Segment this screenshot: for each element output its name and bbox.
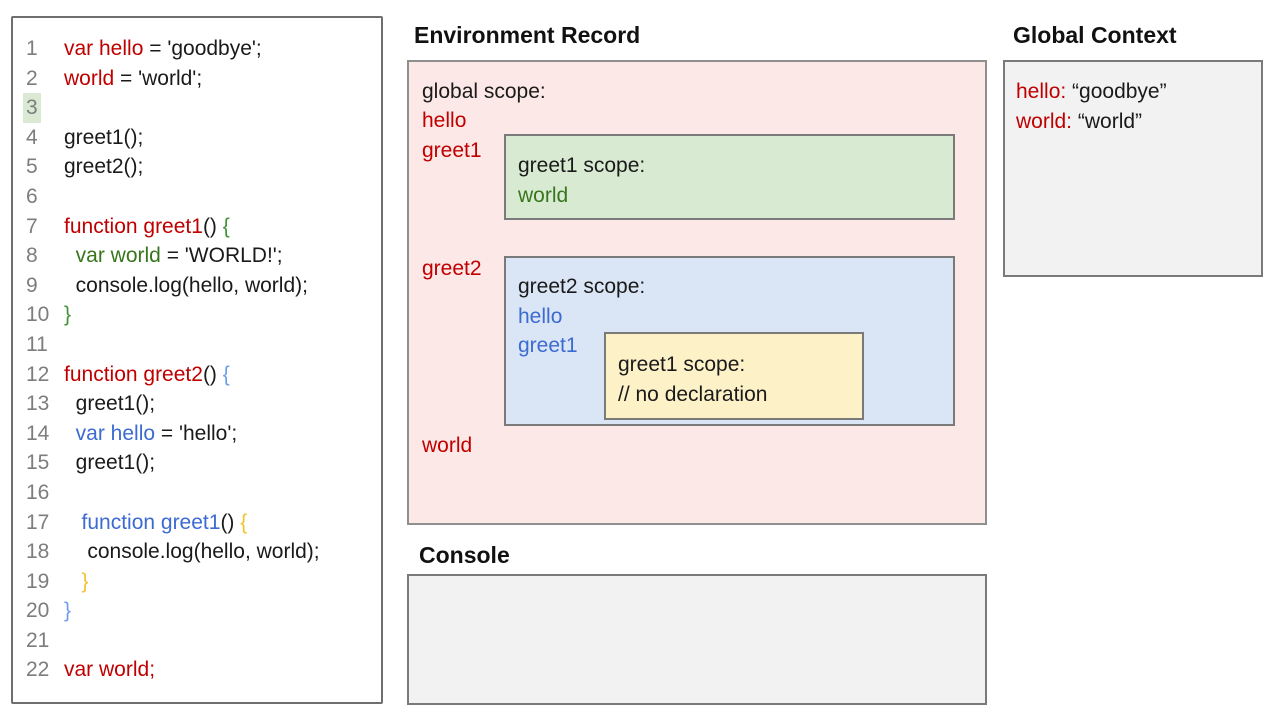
code-line: 15 greet1(); [13,448,381,478]
line-number: 8 [26,244,38,268]
code-line: 5 greet2(); [13,152,381,182]
code-text: var world; [64,658,156,682]
line-number: 18 [26,540,50,564]
line-number: 2 [26,66,38,90]
global-scope-var-world: world [422,434,473,457]
code-text: greet1(); [64,451,156,475]
global-scope-var-greet1: greet1 [422,139,482,162]
global-context-entry-name: hello: [1016,80,1067,103]
console-output-box [407,574,987,705]
code-line: 4 greet1(); [13,123,381,153]
global-context-title: Global Context [1013,22,1177,48]
code-line: 11 [13,330,381,360]
line-number: 22 [26,658,50,682]
code-line: 20} [13,596,381,626]
code-line: 19 } [13,567,381,597]
global-scope-box: global scope: hello greet1 greet2 world … [407,60,987,525]
greet2-scope-var-hello: hello [518,304,563,328]
code-text: console.log(hello, world); [64,540,320,564]
line-number: 3 [13,93,64,123]
greet2-scope-label: greet2 scope: [518,275,646,298]
line-number: 17 [26,510,50,534]
line-number: 11 [26,332,48,356]
code-line: 12 function greet2() { [13,360,381,390]
code-text: function greet1() { [64,214,230,238]
code-text: function greet1() { [64,510,248,534]
line-number: 9 [26,273,38,297]
code-line: 7 function greet1() { [13,212,381,242]
code-text: function greet2() { [64,362,230,386]
code-text: greet2(); [64,155,144,179]
line-number: 21 [26,628,50,652]
code-text: console.log(hello, world); [64,273,308,297]
console-title: Console [419,542,510,568]
greet1-scope-label: greet1 scope: [518,154,646,177]
line-number: 19 [26,569,50,593]
line-number: 10 [26,303,50,327]
global-scope-label: global scope: [422,80,546,103]
code-line: 6 [13,182,381,212]
code-line: 9 console.log(hello, world); [13,271,381,301]
global-scope-var-greet2: greet2 [422,257,482,280]
code-text: greet1(); [64,392,156,416]
line-number: 12 [26,362,50,386]
code-text: var world = 'WORLD!'; [64,244,283,268]
code-line: 16 [13,478,381,508]
code-lines: 1 var hello = 'goodbye'; 2 world = 'world';… [13,34,381,685]
line-number: 6 [26,184,38,208]
code-line: 22 var world; [13,655,381,685]
code-text: world = 'world'; [64,66,203,90]
line-number: 15 [26,451,50,475]
code-text: greet1(); [64,125,144,149]
code-text: var hello = 'hello'; [64,421,238,445]
code-text: } [64,569,89,593]
environment-record-title: Environment Record [414,22,641,48]
greet1-inner-scope-box: greet1 scope: // no declaration [604,332,864,420]
code-line: 18 console.log(hello, world); [13,537,381,567]
code-line: 17 function greet1() { [13,508,381,538]
code-line: 14 var hello = 'hello'; [13,419,381,449]
global-context-entry-value: “goodbye” [1072,80,1167,103]
global-scope-var-hello: hello [422,109,467,132]
greet2-scope-box: greet2 scope: hello greet1 greet1 scope:… [504,256,955,426]
line-number: 1 [26,37,38,60]
greet1-scope-var-world: world [518,183,569,207]
greet1-inner-scope-comment: // no declaration [618,382,768,406]
code-line: 10} [13,300,381,330]
greet1-inner-scope-label: greet1 scope: [618,353,746,376]
code-text: } [64,599,72,623]
global-context-entry-value: “world” [1077,109,1143,133]
global-context-entry: world: “world” [1016,107,1261,137]
global-context-entry: hello: “goodbye” [1016,77,1261,107]
code-line: 21 [13,626,381,656]
line-number: 20 [26,599,50,623]
code-editor-panel: 1 var hello = 'goodbye'; 2 world = 'world';… [11,16,383,704]
code-text: } [64,303,72,327]
line-number: 14 [26,421,50,445]
code-line: 1 var hello = 'goodbye'; [13,34,381,64]
code-text: var hello = 'goodbye'; [64,37,262,60]
line-number: 4 [26,125,38,149]
code-line: 3 [13,93,381,123]
greet2-scope-var-greet1: greet1 [518,334,578,357]
global-context-entry-name: world: [1016,109,1073,133]
line-number: 13 [26,392,50,416]
greet1-scope-box: greet1 scope: world [504,134,955,220]
code-line: 2 world = 'world'; [13,64,381,94]
global-context-box: hello: “goodbye” world: “world” [1003,60,1263,277]
line-number: 16 [26,480,50,504]
line-number: 5 [26,155,38,179]
code-line: 8 var world = 'WORLD!'; [13,241,381,271]
line-number: 7 [26,214,38,238]
code-line: 13 greet1(); [13,389,381,419]
